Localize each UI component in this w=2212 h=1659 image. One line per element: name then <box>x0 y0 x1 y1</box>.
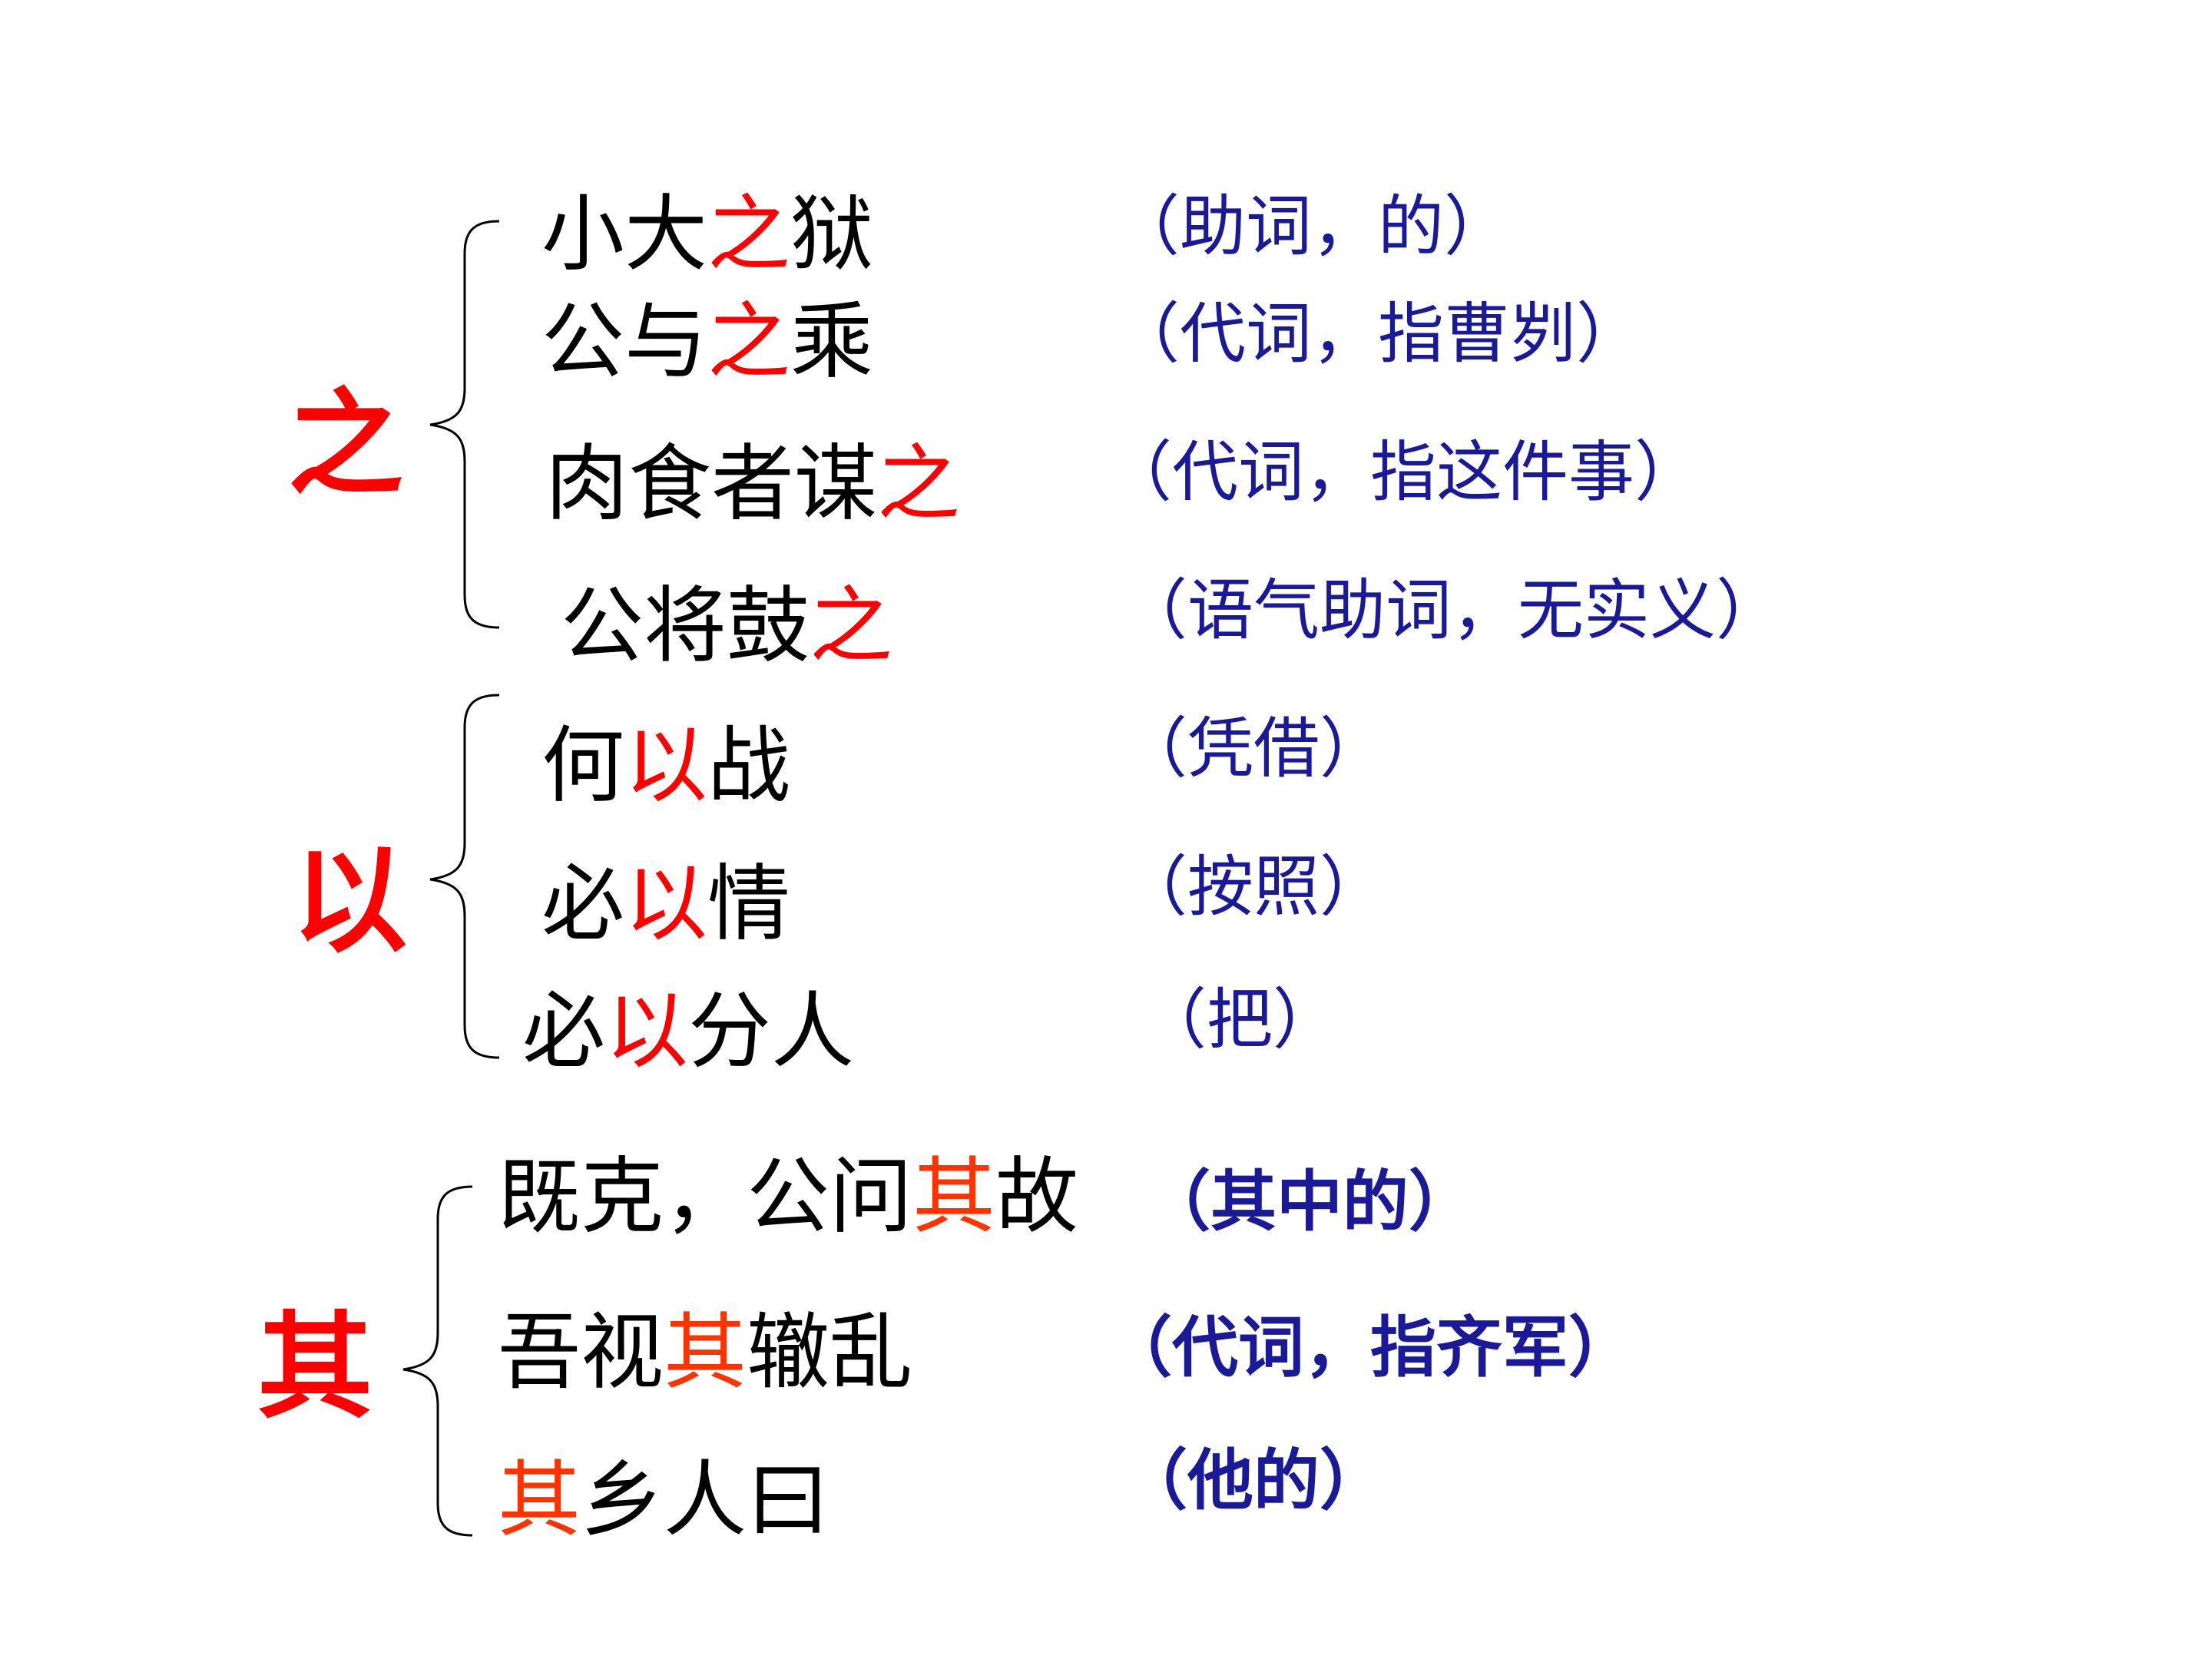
phrase-text: 辙乱 <box>747 1305 913 1401</box>
phrase-4: 公将鼓之 <box>561 585 892 668</box>
phrase-text: 公将鼓 <box>561 578 810 674</box>
gloss-10: （他的） <box>1121 1442 1386 1519</box>
phrase-key: 之 <box>877 436 961 532</box>
gloss-4: （语气助词，无实义） <box>1121 572 1782 649</box>
phrase-text: 狱 <box>790 187 874 283</box>
phrase-text: 小大 <box>541 187 708 283</box>
phrase-text: 何 <box>541 718 625 814</box>
gloss-9: （代词，指齐军） <box>1106 1310 1634 1386</box>
headword-zhi: 之 <box>288 376 404 512</box>
brace-yi <box>429 694 500 1059</box>
phrase-key: 以 <box>624 856 708 952</box>
gloss-1: （助词，的） <box>1114 188 1510 265</box>
phrase-text: 必 <box>522 984 606 1080</box>
phrase-key: 以 <box>624 718 708 814</box>
phrase-text: 必 <box>541 856 625 952</box>
phrase-key: 以 <box>605 984 689 1080</box>
phrase-3: 肉食者谋之 <box>545 443 960 526</box>
phrase-8: 既克，公问其故 <box>498 1156 1078 1239</box>
headword-qi: 其 <box>257 1300 373 1435</box>
phrase-text: 故 <box>995 1149 1079 1245</box>
phrase-key: 其 <box>912 1149 996 1245</box>
gloss-6: （按照） <box>1121 849 1386 926</box>
brace-qi <box>402 1185 473 1537</box>
phrase-1: 小大之狱 <box>541 194 873 276</box>
gloss-2: （代词，指曹刿） <box>1114 296 1642 373</box>
phrase-7: 必以分人 <box>522 991 854 1074</box>
brace-zhi <box>429 220 500 629</box>
phrase-6: 必以情 <box>541 863 790 946</box>
phrase-text: 吾视 <box>498 1305 664 1401</box>
gloss-3: （代词，指这件事） <box>1106 434 1700 511</box>
phrase-9: 吾视其辙乱 <box>498 1312 912 1395</box>
phrase-5: 何以战 <box>541 725 790 808</box>
phrase-text: 战 <box>707 718 791 814</box>
gloss-5: （凭借） <box>1121 710 1386 787</box>
phrase-text: 公与 <box>541 294 708 390</box>
phrase-text: 乘 <box>790 294 874 390</box>
phrase-text: 分人 <box>688 984 855 1080</box>
gloss-7: （把） <box>1141 982 1339 1058</box>
phrase-text: 情 <box>707 856 791 952</box>
phrase-key: 之 <box>707 294 791 390</box>
phrase-text: 肉食者谋 <box>545 436 878 532</box>
phrase-key: 其 <box>498 1452 581 1548</box>
phrase-text: 既克，公问 <box>498 1149 913 1245</box>
phrase-text: 乡人曰 <box>581 1452 830 1548</box>
phrase-10: 其乡人曰 <box>498 1459 830 1542</box>
phrase-2: 公与之乘 <box>541 301 873 384</box>
phrase-key: 之 <box>810 578 893 674</box>
phrase-key: 之 <box>707 187 791 283</box>
headword-yi: 以 <box>292 833 408 969</box>
phrase-key: 其 <box>664 1305 747 1401</box>
gloss-8: （其中的） <box>1144 1164 1475 1240</box>
